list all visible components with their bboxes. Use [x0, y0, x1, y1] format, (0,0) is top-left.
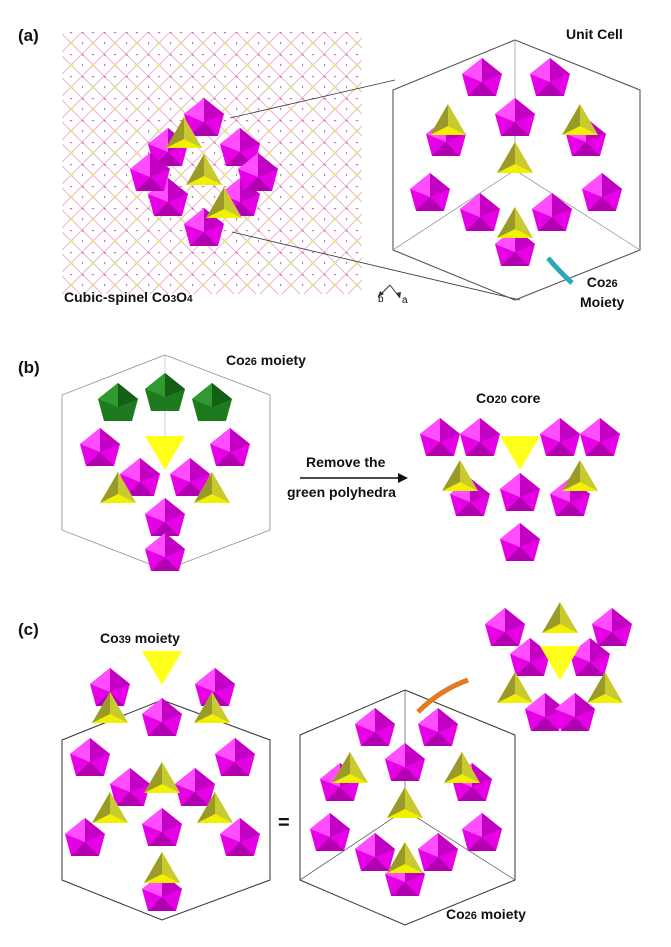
co26-label-word: Moiety	[580, 294, 625, 310]
co26-moiety	[61, 354, 271, 571]
axis-arrows	[377, 284, 401, 299]
co39-title-suffix: moiety	[130, 630, 180, 646]
co26-title-prefix: Co	[226, 352, 245, 368]
extract-arrow	[416, 677, 469, 714]
spinel-caption-prefix: Cubic-spinel Co	[64, 289, 171, 305]
co26-title-sub: 26	[244, 356, 257, 368]
remove-line2: green polyhedra	[287, 484, 396, 500]
co26-bottom-suffix: moiety	[476, 906, 526, 922]
panel-c-letter: (c)	[18, 620, 39, 639]
axis-b-label: b	[378, 294, 384, 305]
co26-title-suffix: moiety	[256, 352, 306, 368]
remove-arrow	[300, 473, 408, 483]
remove-line1: Remove the	[306, 454, 386, 470]
extracted-fragment	[485, 602, 632, 731]
co26-moiety-title: Co26 moiety	[226, 352, 306, 368]
moiety-arrow	[546, 256, 574, 285]
panel-a-letter: (a)	[18, 26, 39, 45]
spinel-caption: Cubic-spinel Co3O4	[64, 289, 193, 305]
unit-cell-title: Unit Cell	[566, 26, 623, 42]
zoom-lines	[229, 79, 521, 301]
spinel-caption-sub2: 4	[187, 294, 193, 305]
co26-label-prefix: Co	[586, 274, 606, 290]
equals-sign: =	[278, 812, 290, 834]
co20-title-prefix: Co	[476, 390, 495, 406]
spinel-lattice	[62, 32, 362, 294]
axis-a-label: a	[402, 295, 408, 306]
spinel-caption-mid: O	[176, 289, 188, 305]
co26-bottom-title: Co26 moiety	[446, 906, 526, 922]
spinel-caption-sub1: 3	[170, 294, 177, 305]
co39-title-prefix: Co	[100, 630, 119, 646]
co39-moiety-title: Co39 moiety	[100, 630, 180, 646]
co39-title-sub: 39	[118, 634, 131, 646]
co26-in-cell	[299, 689, 516, 926]
panel-b-letter: (b)	[18, 358, 40, 377]
co26-bottom-sub: 26	[464, 910, 477, 922]
unit-cell	[392, 39, 641, 301]
co20-title-suffix: core	[506, 390, 541, 406]
co26-bottom-prefix: Co	[446, 906, 465, 922]
co20-title-sub: 20	[494, 394, 507, 406]
co39-moiety	[61, 651, 271, 921]
co20-core-title: Co20 core	[476, 390, 540, 406]
co26-label-sub: 26	[605, 278, 618, 290]
co20-core	[420, 418, 620, 561]
